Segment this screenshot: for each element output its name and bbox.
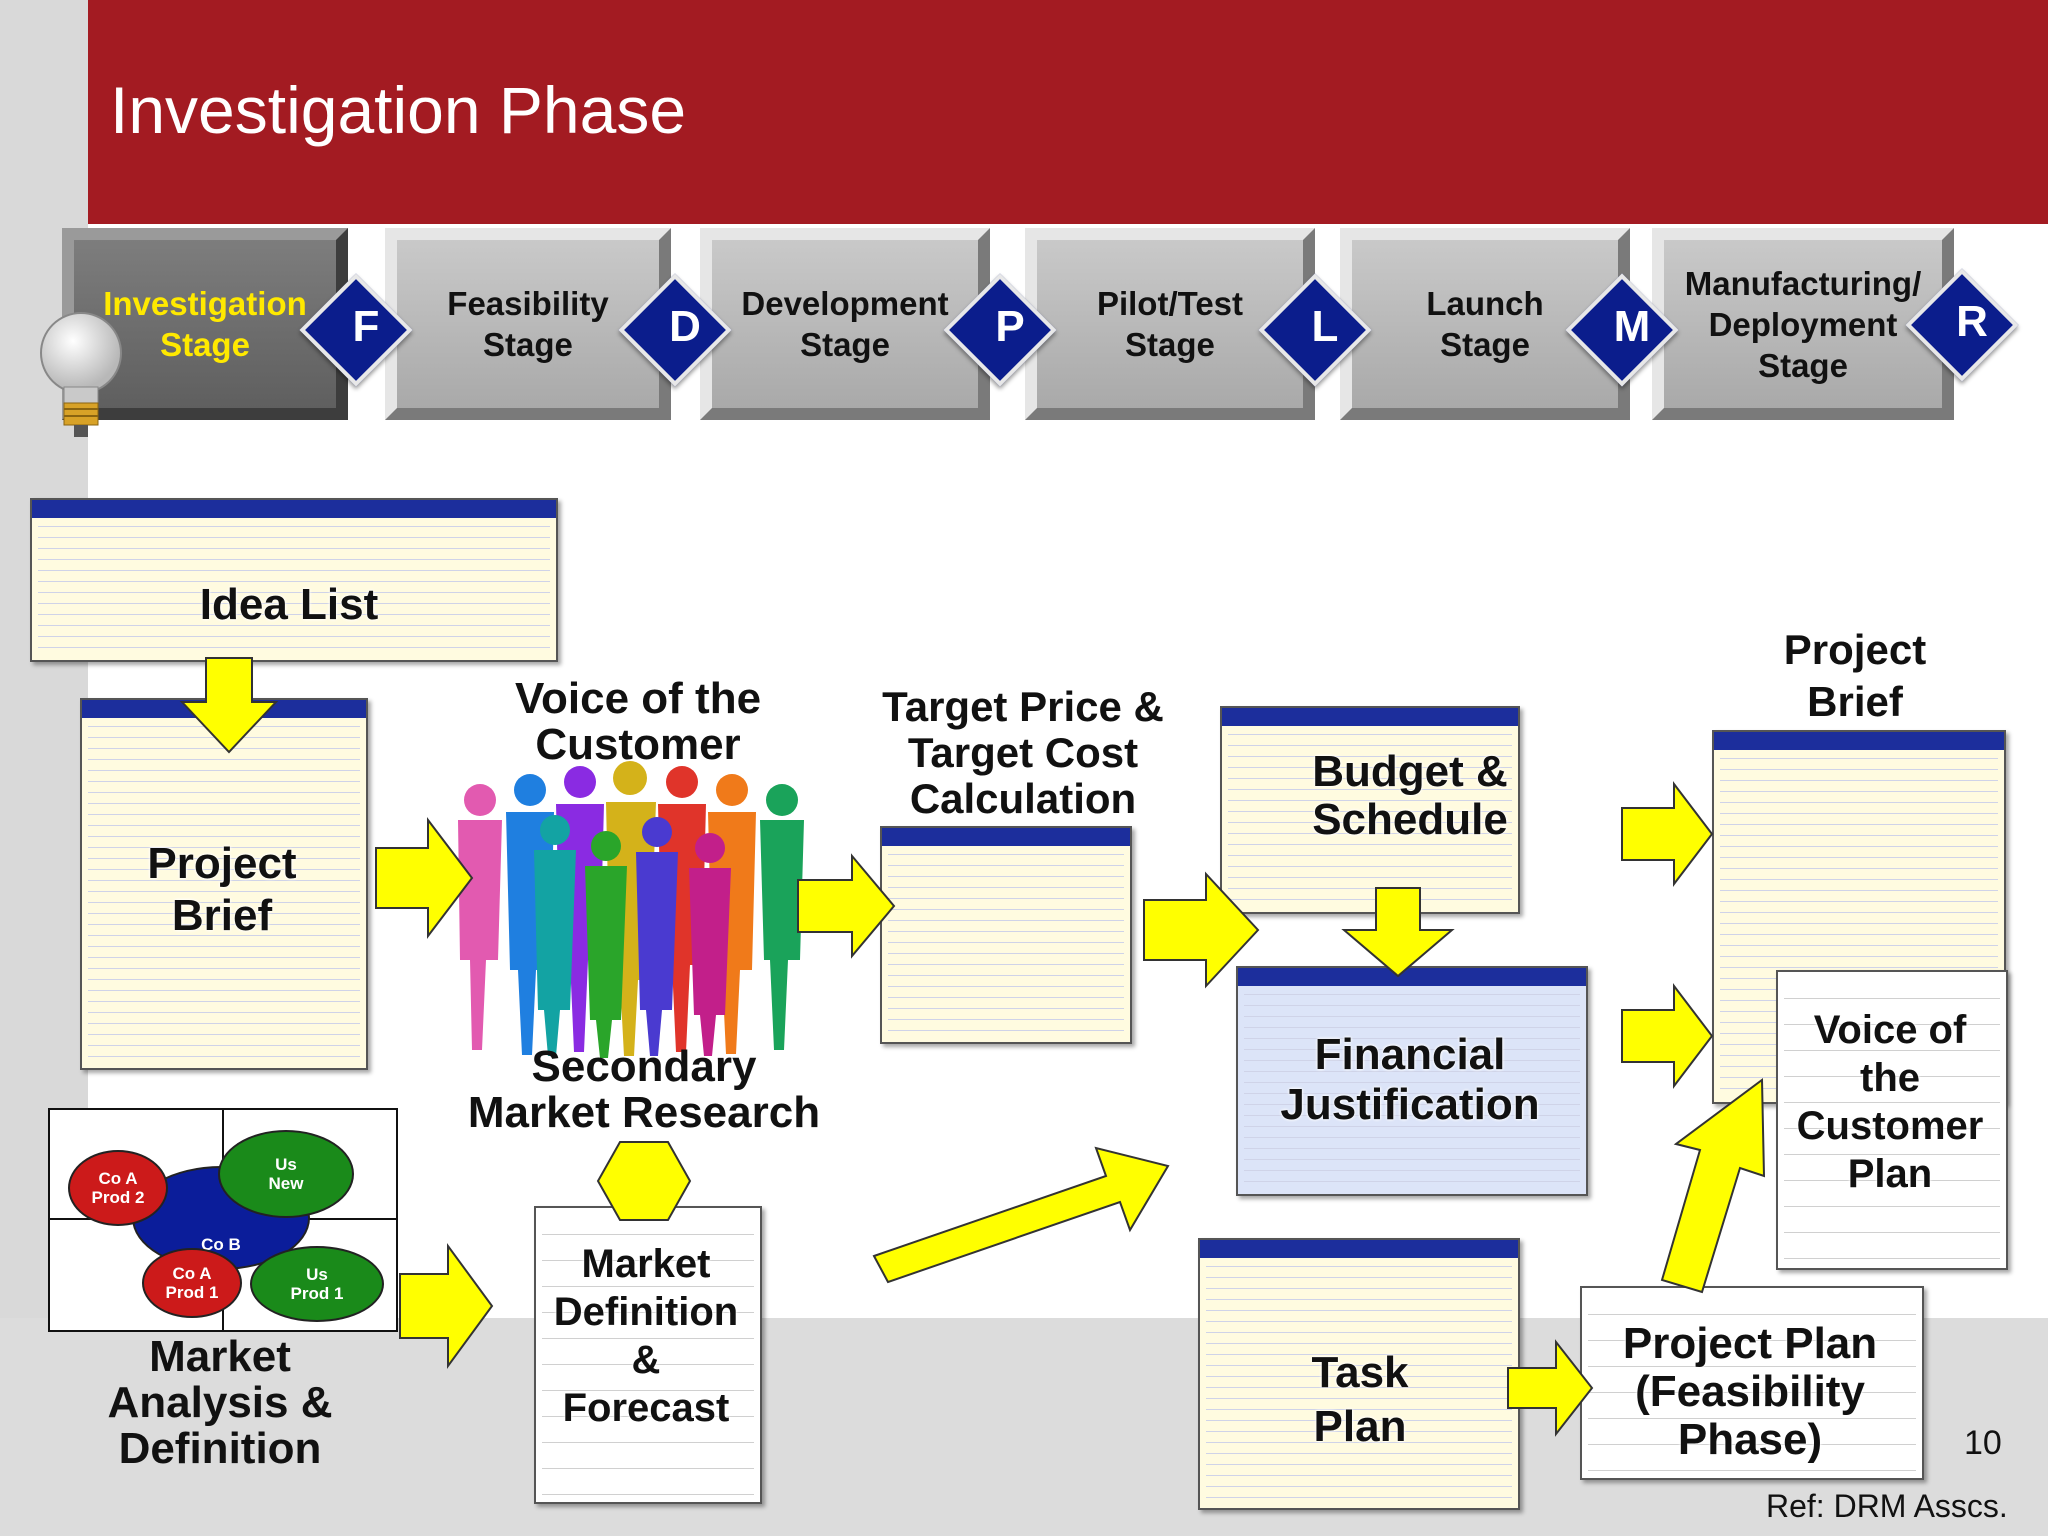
gate-p-letter: P: [995, 302, 1025, 351]
stage-label: Pilot/Test Stage: [1096, 285, 1244, 363]
arrow-up-project-plan-to-voc-plan: [1660, 1078, 1766, 1294]
market-analysis-label: Market Analysis & Definition: [107, 1332, 333, 1473]
secondary-research-label: Secondary Market Research: [467, 1042, 821, 1137]
stage-label: Investigation Stage: [103, 285, 307, 363]
reference-note: Ref: DRM Asscs.: [1766, 1488, 2008, 1524]
idea-list-spreadsheet: [30, 498, 558, 662]
arrow-right-brief-to-voc: [375, 817, 474, 939]
us-new-label: Us New: [268, 1155, 304, 1193]
idea-list-label: Idea List: [199, 580, 379, 629]
arrow-diagonal-to-financial: [872, 1146, 1170, 1284]
project-brief-left-label: Project Brief: [147, 839, 297, 940]
stage-label: Development Stage: [741, 285, 949, 363]
co-a-prod2-ellipse: Co A Prod 2: [68, 1150, 168, 1226]
hexagon-shape: [596, 1141, 692, 1221]
arrow-down-idea-to-brief: [179, 657, 279, 754]
financial-justification-document: [1236, 966, 1588, 1196]
arrow-right-target-to-budget: [1143, 871, 1260, 989]
us-prod1-ellipse: Us Prod 1: [250, 1246, 384, 1322]
market-definition-document: [534, 1206, 762, 1504]
gate-f-letter: F: [352, 302, 380, 351]
task-plan-document: [1198, 1238, 1520, 1510]
stage-label: Feasibility Stage: [447, 285, 609, 363]
target-price-label: Target Price & Target Cost Calculation: [882, 683, 1164, 822]
stage-manufacturing-deployment[interactable]: Manufacturing/ Deployment Stage: [1652, 228, 1954, 420]
stage-label: Manufacturing/ Deployment Stage: [1684, 264, 1922, 384]
arrow-right-task-to-project-plan: [1507, 1339, 1594, 1437]
budget-schedule-spreadsheet: [1220, 706, 1520, 914]
voc-plan-label: Voice of the Customer Plan: [1796, 1008, 1984, 1196]
us-new-ellipse: Us New: [218, 1130, 354, 1218]
arrow-down-budget-to-financial: [1341, 887, 1455, 978]
market-map-panel: Co B Co A Prod 2 Us New Co A Prod 1 Us P…: [48, 1108, 398, 1332]
us-prod1-label: Us Prod 1: [290, 1265, 344, 1303]
arrow-right-financial-to-voc-plan: [1621, 983, 1714, 1089]
arrow-right-voc-to-target: [797, 853, 896, 959]
page-number: 10: [1964, 1424, 2002, 1462]
slide-title: Investigation Phase: [110, 73, 687, 147]
co-a-prod2-label: Co A Prod 2: [91, 1169, 145, 1207]
stage-development[interactable]: Development Stage: [700, 228, 990, 420]
lightbulb-icon: [40, 312, 122, 437]
people-crowd-icon: [458, 761, 804, 1058]
project-brief-right-label: Project Brief: [1783, 626, 1927, 725]
task-plan-label: Task Plan: [1311, 1348, 1409, 1451]
market-definition-label: Market Definition & Forecast: [553, 1242, 739, 1430]
gate-l-letter: L: [1311, 302, 1339, 351]
co-a-prod1-label: Co A Prod 1: [165, 1264, 219, 1302]
financial-justification-label: Financial Justification: [1280, 1030, 1540, 1129]
project-plan-label: Project Plan (Feasibility Phase): [1622, 1319, 1878, 1464]
gate-m-letter: M: [1613, 302, 1651, 351]
stage-pilot-test[interactable]: Pilot/Test Stage: [1025, 228, 1315, 420]
project-brief-left-document: [80, 698, 368, 1070]
co-a-prod1-ellipse: Co A Prod 1: [142, 1248, 242, 1318]
arrow-right-market-analysis: [399, 1242, 494, 1370]
gate-d-letter: D: [669, 302, 701, 351]
project-plan-gantt: [1580, 1286, 1924, 1480]
gate-r-letter: R: [1956, 297, 1988, 346]
target-cost-worksheet: [880, 826, 1132, 1044]
voc-plan-document: [1776, 970, 2008, 1270]
title-bar: [88, 0, 2048, 224]
voc-label: Voice of the Customer: [514, 674, 762, 769]
budget-schedule-label: Budget & Schedule: [1312, 747, 1508, 844]
stage-label: Launch Stage: [1426, 285, 1544, 363]
arrow-right-budget-to-brief: [1621, 781, 1714, 887]
